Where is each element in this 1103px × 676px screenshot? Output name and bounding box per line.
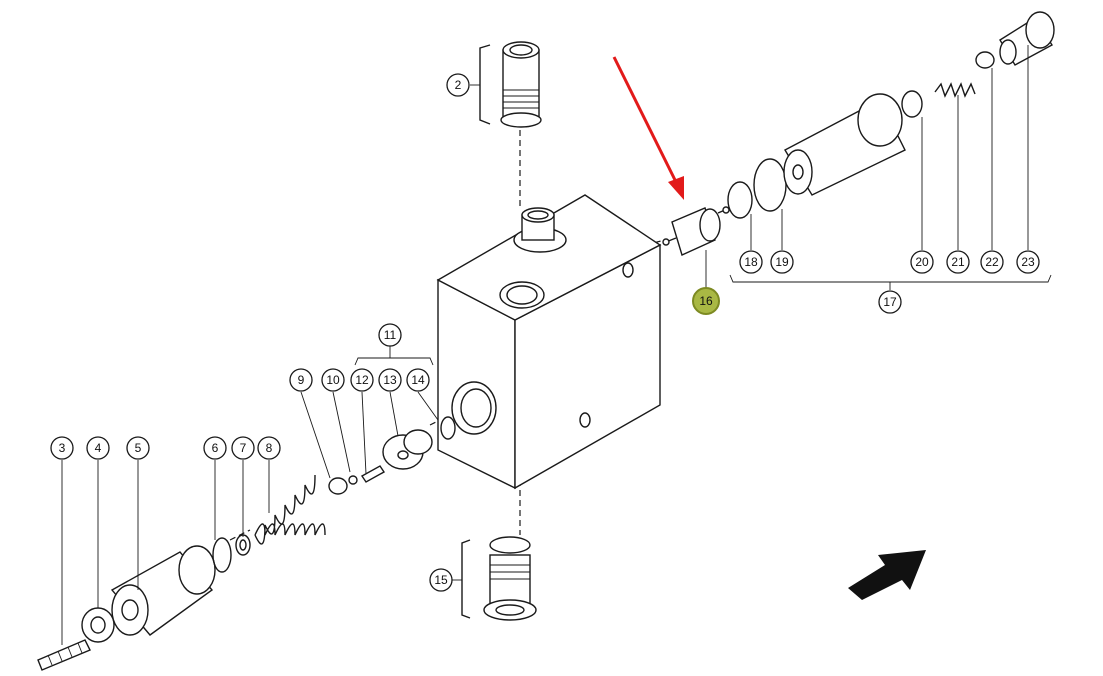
callout-21[interactable]: 21 [946, 250, 970, 274]
leader-lines [61, 45, 1052, 645]
svg-text:14: 14 [411, 373, 425, 387]
part-22-washer [975, 51, 995, 69]
part-17-cartridge-body [783, 93, 906, 196]
part-3-threaded-stud [37, 639, 91, 671]
callout-11[interactable]: 11 [378, 323, 402, 347]
callout-17[interactable]: 17 [878, 290, 902, 314]
svg-text:15: 15 [434, 573, 448, 587]
svg-text:19: 19 [775, 255, 789, 269]
callout-22[interactable]: 22 [980, 250, 1004, 274]
valve-body-block [436, 194, 662, 490]
part-15-bottom-fitting [461, 536, 537, 621]
svg-text:11: 11 [384, 328, 397, 342]
callout-6[interactable]: 6 [203, 436, 227, 460]
callout-8[interactable]: 8 [257, 436, 281, 460]
part-4-nut [81, 607, 115, 643]
callout-2[interactable]: 2 [446, 73, 470, 97]
svg-text:13: 13 [383, 373, 397, 387]
svg-text:7: 7 [240, 441, 247, 455]
svg-text:9: 9 [298, 373, 305, 387]
callout-19[interactable]: 19 [770, 250, 794, 274]
part-2-top-fitting [479, 41, 542, 128]
svg-text:4: 4 [95, 441, 102, 455]
part-18-oring [727, 181, 753, 219]
callout-23[interactable]: 23 [1016, 250, 1040, 274]
callout-9[interactable]: 9 [289, 368, 313, 392]
svg-text:12: 12 [355, 373, 369, 387]
parts-9-14-small-parts [328, 416, 456, 495]
svg-text:20: 20 [915, 255, 929, 269]
flow-direction-arrow-icon [848, 550, 926, 600]
svg-text:17: 17 [883, 295, 897, 309]
callout-16-highlighted[interactable]: 16 [692, 287, 720, 315]
svg-text:21: 21 [951, 255, 965, 269]
callout-7[interactable]: 7 [231, 436, 255, 460]
svg-text:2: 2 [455, 78, 462, 92]
part-20-sleeve [901, 90, 923, 118]
part-19-oring [753, 158, 787, 212]
callout-4[interactable]: 4 [86, 436, 110, 460]
callout-15[interactable]: 15 [429, 568, 453, 592]
svg-text:16: 16 [699, 294, 713, 308]
svg-text:18: 18 [744, 255, 758, 269]
callout-3[interactable]: 3 [50, 436, 74, 460]
part-21-spring [934, 82, 976, 98]
red-pointer-arrow-icon [612, 56, 684, 200]
svg-text:3: 3 [59, 441, 66, 455]
part-23-plug [999, 11, 1055, 66]
callout-14[interactable]: 14 [406, 368, 430, 392]
svg-text:22: 22 [985, 255, 999, 269]
svg-text:10: 10 [326, 373, 340, 387]
svg-text:6: 6 [212, 441, 219, 455]
svg-text:8: 8 [266, 441, 273, 455]
part-8-spring [254, 474, 326, 545]
part-5-cap [110, 545, 216, 636]
part-7-washer [235, 534, 251, 556]
svg-text:23: 23 [1021, 255, 1035, 269]
svg-text:5: 5 [135, 441, 142, 455]
part-16-check-poppet [662, 206, 730, 256]
part-6-oring [212, 537, 232, 573]
callout-20[interactable]: 20 [910, 250, 934, 274]
callout-12[interactable]: 12 [350, 368, 374, 392]
callout-13[interactable]: 13 [378, 368, 402, 392]
callout-18[interactable]: 18 [739, 250, 763, 274]
callout-10[interactable]: 10 [321, 368, 345, 392]
callout-5[interactable]: 5 [126, 436, 150, 460]
